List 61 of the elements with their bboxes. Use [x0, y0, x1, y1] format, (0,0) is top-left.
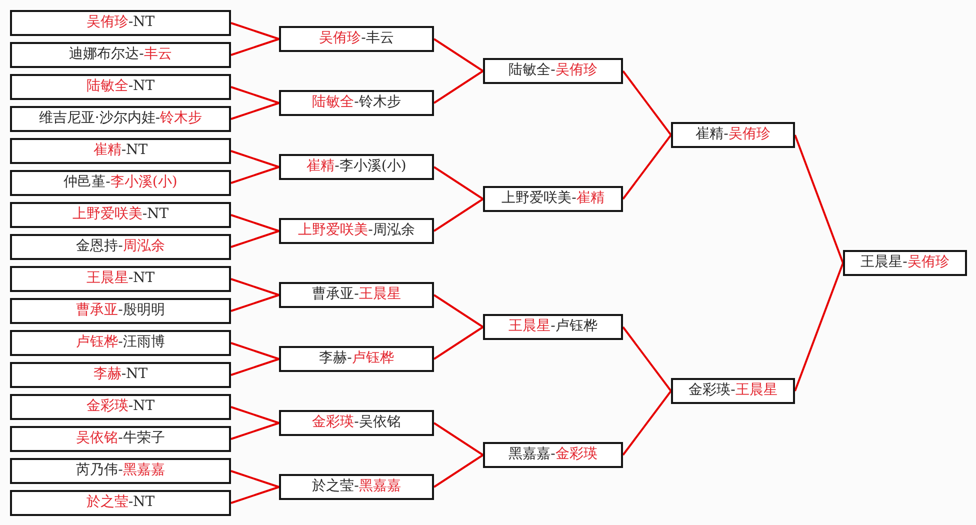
match-box: 王晨星-吴侑珍 — [843, 250, 967, 276]
match-box: 金彩瑛-吴依铭 — [279, 410, 434, 436]
match-box: 仲邑堇-李小溪(小) — [10, 170, 231, 196]
bracket-line — [622, 326, 672, 392]
match-box: 崔精-吴侑珍 — [671, 122, 795, 148]
bracket-line — [230, 150, 280, 168]
match-box: 上野爱咲美-NT — [10, 202, 231, 228]
match-box: 於之莹-NT — [10, 490, 231, 516]
match-box: 陆敏全-铃木步 — [279, 90, 434, 116]
bracket-line — [230, 86, 280, 104]
bracket-line — [433, 326, 484, 360]
bracket-line — [433, 70, 484, 104]
bracket-line — [433, 166, 484, 200]
match-box: 金恩持-周泓余 — [10, 234, 231, 260]
bracket-line — [230, 38, 280, 56]
bracket-line — [230, 358, 280, 376]
match-box: 上野爱咲美-周泓余 — [279, 218, 434, 244]
bracket-line — [230, 214, 280, 232]
match-box: 迪娜布尔达-丰云 — [10, 42, 231, 68]
bracket-line — [230, 230, 280, 248]
bracket-line — [433, 294, 484, 328]
bracket-line — [230, 22, 280, 40]
match-box: 卢钰桦-汪雨博 — [10, 330, 231, 356]
match-box: 崔精-李小溪(小) — [279, 154, 434, 180]
bracket-line — [433, 454, 484, 488]
match-box: 王晨星-卢钰桦 — [483, 314, 623, 340]
bracket-line — [622, 134, 672, 200]
bracket-line — [433, 422, 484, 456]
match-box: 曹承亚-王晨星 — [279, 282, 434, 308]
match-box: 金彩瑛-NT — [10, 394, 231, 420]
match-box: 黑嘉嘉-金彩瑛 — [483, 442, 623, 468]
bracket-line — [230, 166, 280, 184]
match-box: 王晨星-NT — [10, 266, 231, 292]
match-box: 吴依铭-牛荣子 — [10, 426, 231, 452]
bracket-line — [230, 278, 280, 296]
bracket-line — [230, 422, 280, 440]
bracket-line — [230, 406, 280, 424]
match-box: 曹承亚-殷明明 — [10, 298, 231, 324]
bracket-line — [230, 294, 280, 312]
match-box: 吴侑珍-NT — [10, 10, 231, 36]
match-box: 崔精-NT — [10, 138, 231, 164]
match-box: 於之莹-黑嘉嘉 — [279, 474, 434, 500]
bracket-line — [433, 38, 484, 72]
match-box: 陆敏全-吴侑珍 — [483, 58, 623, 84]
bracket-line — [794, 262, 844, 392]
bracket-line — [230, 470, 280, 488]
bracket-line — [230, 486, 280, 504]
match-box: 李赫-卢钰桦 — [279, 346, 434, 372]
match-box: 李赫-NT — [10, 362, 231, 388]
match-box: 维吉尼亚·沙尔内娃-铃木步 — [10, 106, 231, 132]
match-box: 陆敏全-NT — [10, 74, 231, 100]
bracket-line — [622, 390, 672, 456]
match-box: 吴侑珍-丰云 — [279, 26, 434, 52]
bracket-line — [433, 198, 484, 232]
bracket-line — [794, 134, 844, 264]
match-box: 芮乃伟-黑嘉嘉 — [10, 458, 231, 484]
bracket-line — [622, 70, 672, 136]
bracket-line — [230, 342, 280, 360]
match-box: 金彩瑛-王晨星 — [671, 378, 795, 404]
bracket-line — [230, 102, 280, 120]
match-box: 上野爱咲美-崔精 — [483, 186, 623, 212]
